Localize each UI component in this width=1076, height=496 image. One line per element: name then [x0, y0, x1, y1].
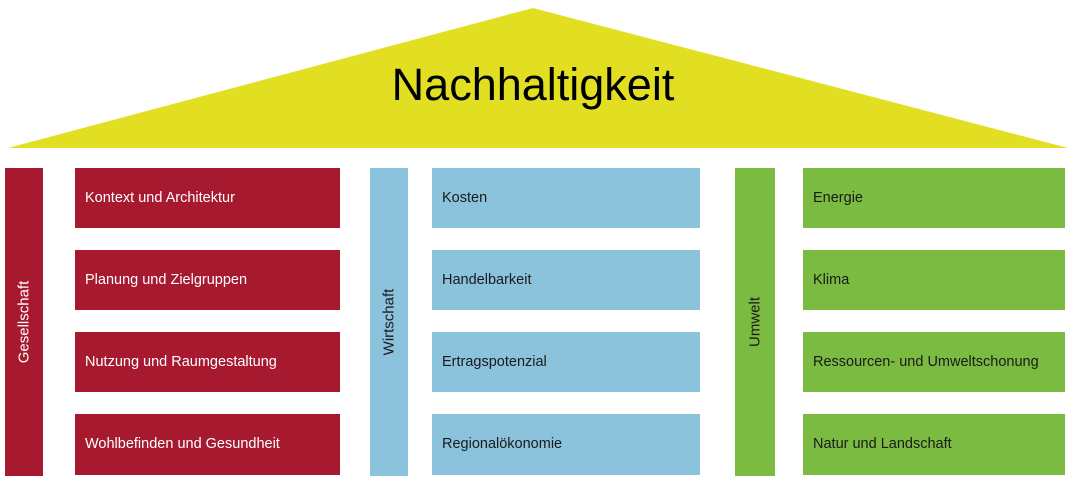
pillar-item-label: Wohlbefinden und Gesundheit [85, 436, 280, 453]
pillar-item-box[interactable]: Energie [803, 168, 1065, 228]
pillar-item-box[interactable]: Regionalökonomie [432, 414, 700, 475]
pillar-item-label: Natur und Landschaft [813, 436, 952, 453]
pillar-label-society: Gesellschaft [5, 168, 43, 476]
pillar-items-environment: Energie Klima Ressourcen- und Umweltscho… [803, 168, 1065, 476]
pillar-item-box[interactable]: Nutzung und Raumgestaltung [75, 332, 340, 392]
pillar-item-label: Kosten [442, 189, 488, 206]
pillar-label-environment-text: Umwelt [746, 296, 764, 348]
roof-shape: Nachhaltigkeit [0, 0, 1076, 150]
pillar-item-box[interactable]: Natur und Landschaft [803, 414, 1065, 475]
pillar-label-environment: Umwelt [735, 168, 775, 476]
pillar-item-box[interactable]: Wohlbefinden und Gesundheit [75, 414, 340, 475]
pillar-item-label: Kontext und Architektur [85, 189, 235, 206]
pillar-item-label: Ertragspotenzial [442, 353, 547, 370]
pillar-item-box[interactable]: Klima [803, 250, 1065, 310]
pillars-container: Gesellschaft Kontext und Architektur Pla… [0, 168, 1076, 476]
pillar-item-label: Nutzung und Raumgestaltung [85, 353, 277, 370]
pillar-item-box[interactable]: Planung und Zielgruppen [75, 250, 340, 310]
pillar-item-box[interactable]: Ertragspotenzial [432, 332, 700, 392]
pillar-item-box[interactable]: Ressourcen- und Umweltschonung [803, 332, 1065, 392]
pillar-item-box[interactable]: Handelbarkeit [432, 250, 700, 310]
diagram-title: Nachhaltigkeit [391, 59, 675, 110]
pillar-item-box[interactable]: Kontext und Architektur [75, 168, 340, 228]
pillar-label-economy: Wirtschaft [370, 168, 408, 476]
pillar-item-box[interactable]: Kosten [432, 168, 700, 228]
pillar-item-label: Regionalökonomie [442, 436, 563, 453]
pillar-item-label: Ressourcen- und Umweltschonung [813, 353, 1039, 370]
pillar-item-label: Energie [813, 189, 863, 206]
pillar-label-society-text: Gesellschaft [15, 280, 33, 364]
pillar-item-label: Planung und Zielgruppen [85, 271, 248, 288]
pillar-items-society: Kontext und Architektur Planung und Ziel… [75, 168, 340, 476]
roof-triangle [8, 8, 1068, 148]
pillar-items-economy: Kosten Handelbarkeit Ertragspotenzial Re… [432, 168, 700, 476]
pillar-label-economy-text: Wirtschaft [380, 288, 398, 356]
pillar-item-label: Handelbarkeit [442, 271, 532, 288]
pillar-item-label: Klima [813, 271, 850, 288]
